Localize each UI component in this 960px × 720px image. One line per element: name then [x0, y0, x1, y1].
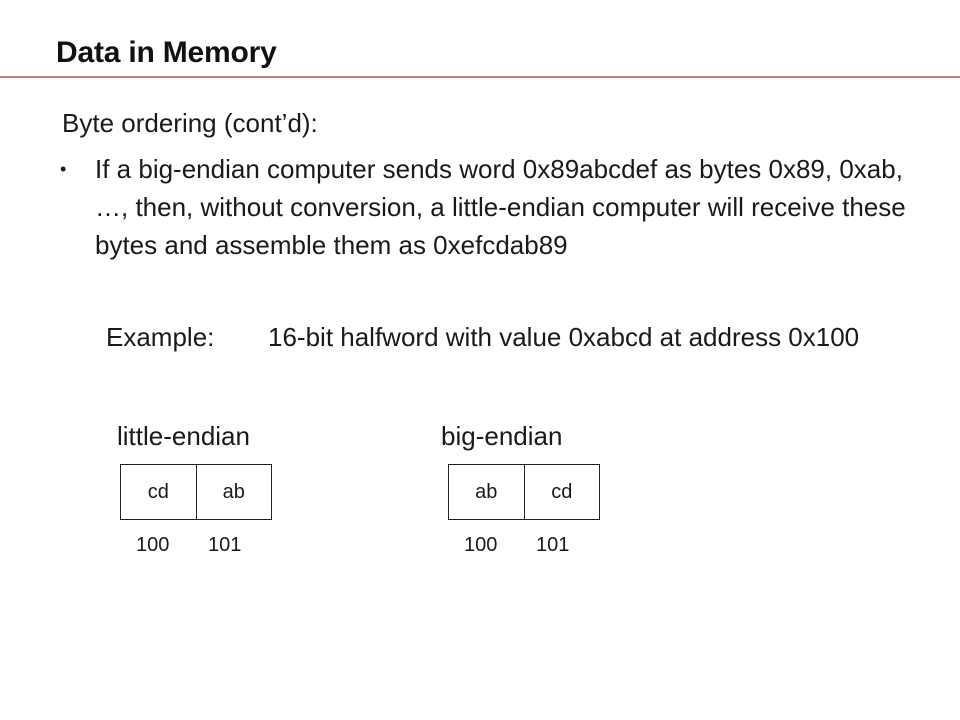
- little-endian-address-1: 101: [208, 534, 242, 556]
- little-endian-label: little-endian: [117, 421, 250, 451]
- little-endian-address-0: 100: [136, 534, 170, 556]
- slide-title: Data in Memory: [56, 36, 277, 69]
- little-endian-byte-1: ab: [195, 465, 272, 519]
- example-text: 16-bit halfword with value 0xabcd at add…: [268, 322, 860, 352]
- big-endian-memory-box: ab cd: [448, 464, 600, 520]
- title-divider: [0, 76, 960, 78]
- example-block: Example: 16-bit halfword with value 0xabc…: [106, 320, 926, 354]
- subheading: Byte ordering (cont’d):: [62, 108, 318, 138]
- little-endian-memory-box: cd ab: [120, 464, 272, 520]
- bullet-text: If a big-endian computer sends word 0x89…: [95, 154, 906, 260]
- little-endian-byte-0: cd: [147, 480, 169, 503]
- big-endian-address-0: 100: [464, 534, 498, 556]
- big-endian-label: big-endian: [441, 421, 563, 451]
- big-endian-byte-0: ab: [475, 480, 498, 503]
- bullet-dot-icon: •: [60, 159, 67, 179]
- big-endian-byte-1: cd: [523, 465, 600, 519]
- example-label: Example:: [106, 322, 215, 352]
- big-endian-address-1: 101: [536, 534, 570, 556]
